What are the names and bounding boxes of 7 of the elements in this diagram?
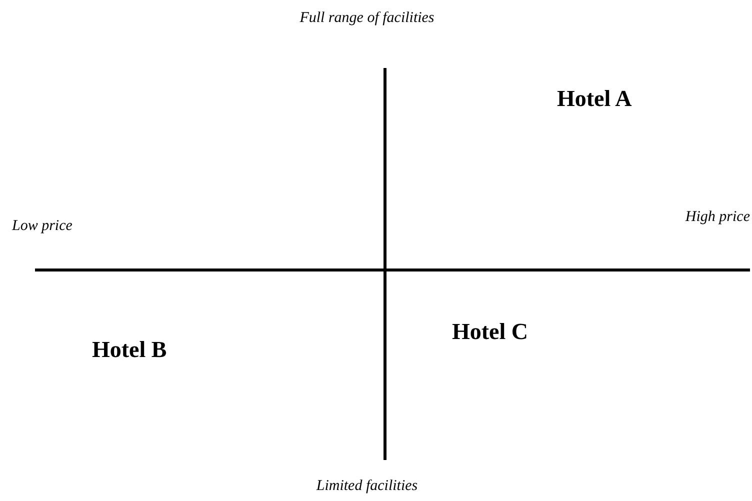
quadrant-label: Hotel A [557, 86, 632, 112]
axis-label: Full range of facilities [300, 10, 434, 28]
quadrant-label: Hotel B [92, 337, 167, 364]
quadrant-label: Hotel C [452, 319, 528, 346]
axis-label: High price [685, 209, 750, 226]
axis-label: Limited facilities [316, 478, 418, 496]
axis-label: Low price [12, 218, 72, 236]
